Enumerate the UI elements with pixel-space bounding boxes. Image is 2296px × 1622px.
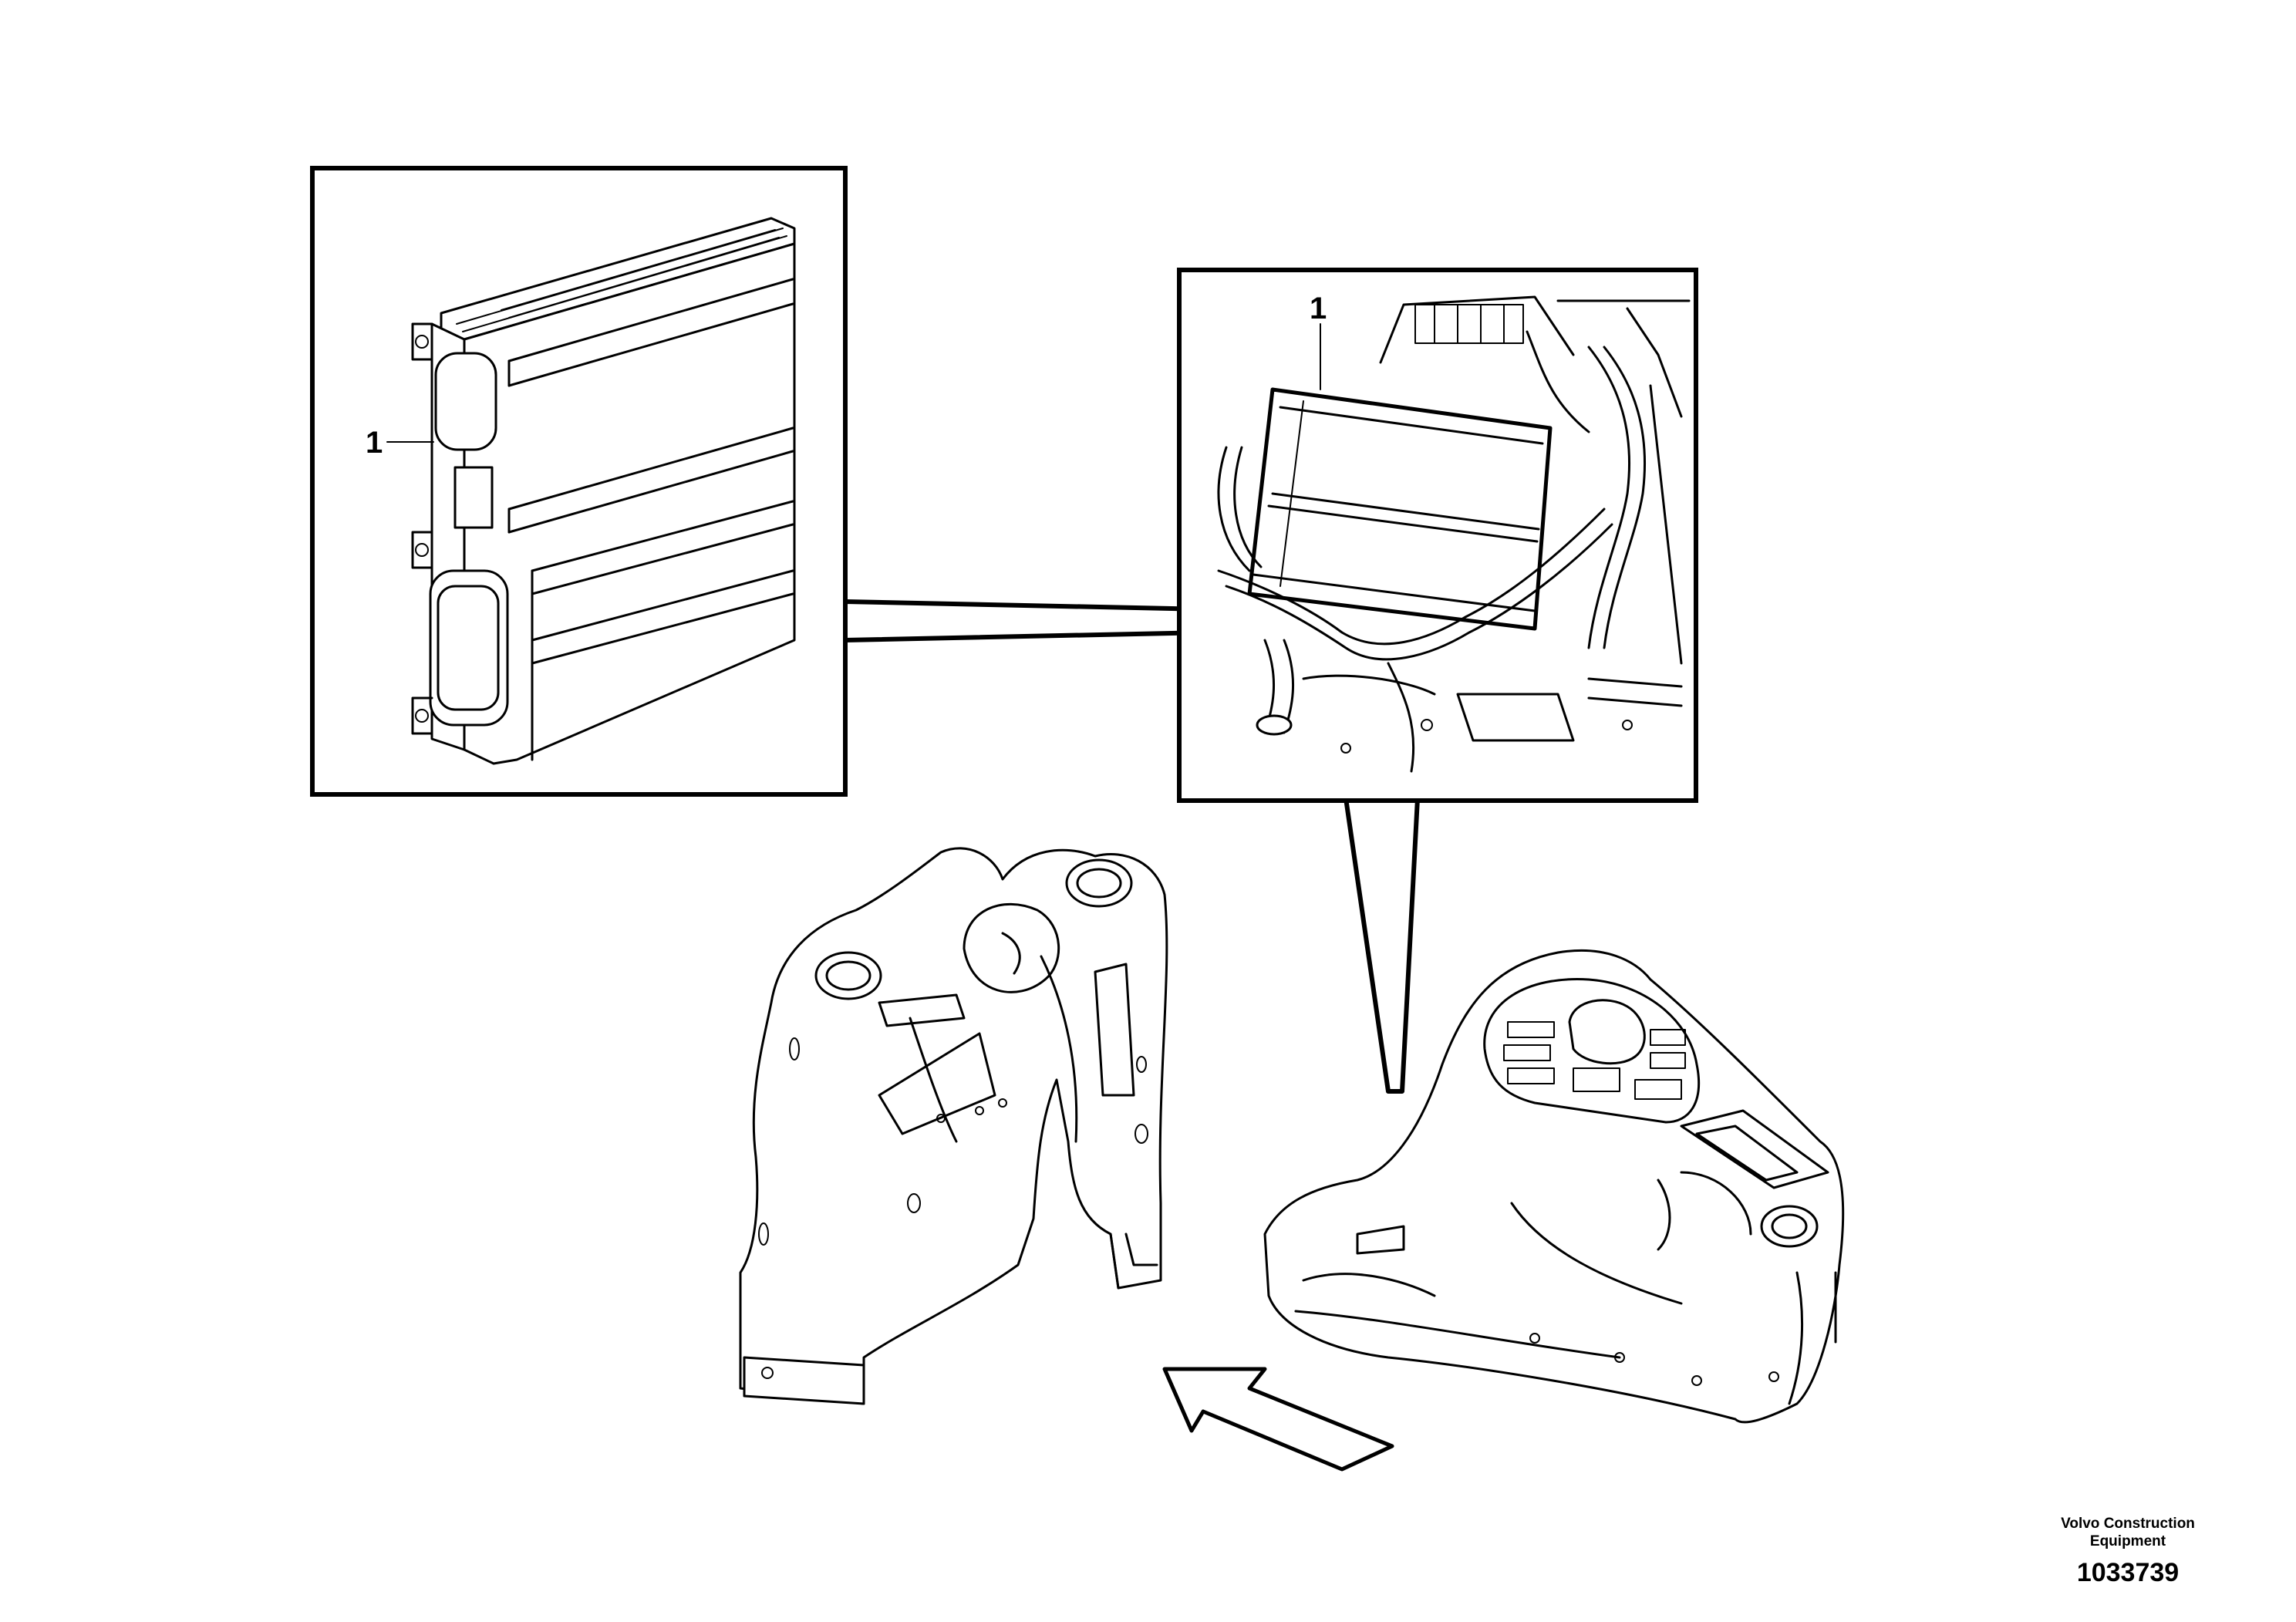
dashboard-assembly — [1263, 949, 1845, 1424]
credit-line-1: Volvo Construction — [2061, 1516, 2195, 1532]
detail-connector-left — [843, 599, 1209, 642]
display-segments — [1503, 1021, 1686, 1100]
callout-number-left: 1 — [366, 426, 383, 460]
installed-location-illustration — [1217, 295, 1691, 773]
detail-box-installed-location: 1 — [1177, 268, 1698, 1094]
credit-line-2: Equipment — [2089, 1533, 2166, 1549]
cab-pillar-assembly — [739, 847, 1168, 1405]
figure-number: 1033739 — [2076, 1558, 2180, 1587]
control-unit-illustration — [411, 217, 796, 765]
detail-box-control-unit: 1 — [310, 166, 848, 797]
callout-number-right: 1 — [1310, 292, 1327, 325]
forward-direction-arrow-icon — [1162, 1367, 1394, 1472]
